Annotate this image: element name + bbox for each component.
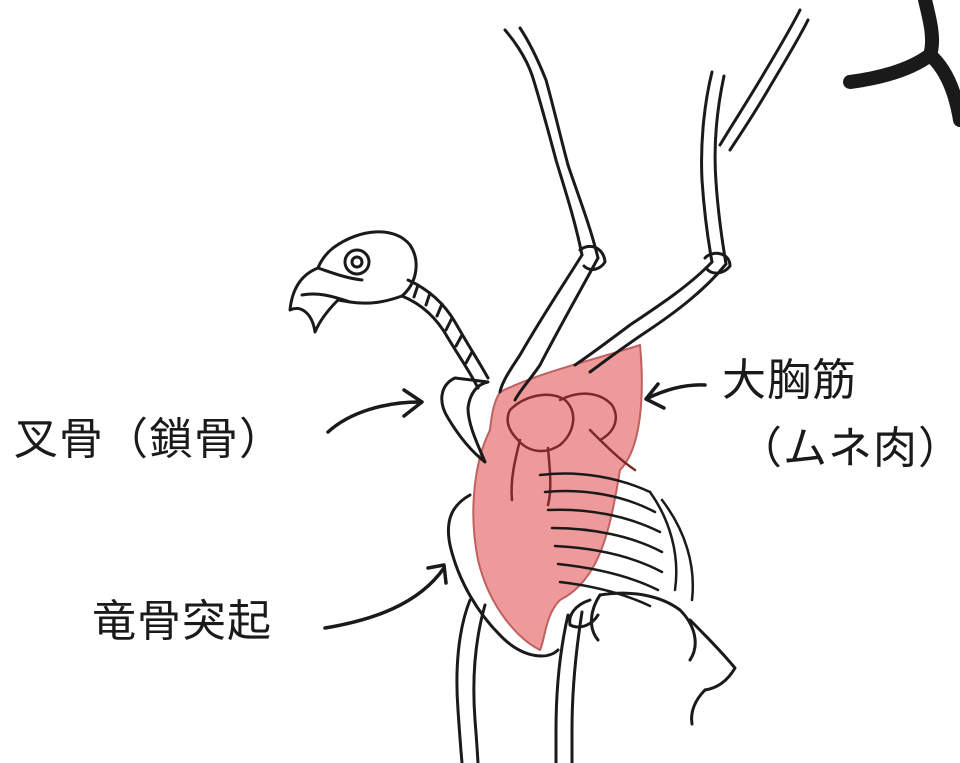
right-wing: [575, 10, 808, 372]
skull: [290, 232, 416, 332]
keel-label: 竜骨突起: [92, 600, 272, 644]
breast-meat-label: （ムネ肉）: [738, 427, 960, 471]
arrow-keel: [325, 565, 446, 628]
pelvis: [591, 593, 735, 724]
furcula-label: 叉骨（鎖骨）: [14, 418, 284, 462]
arrow-pectoral: [646, 384, 705, 408]
pectoral-label: 大胸筋: [722, 359, 857, 403]
neck: [402, 280, 488, 388]
corner-stroke: [850, 0, 960, 120]
furcula: [442, 378, 488, 462]
arrow-furcula: [328, 390, 422, 432]
left-wing: [500, 28, 605, 400]
